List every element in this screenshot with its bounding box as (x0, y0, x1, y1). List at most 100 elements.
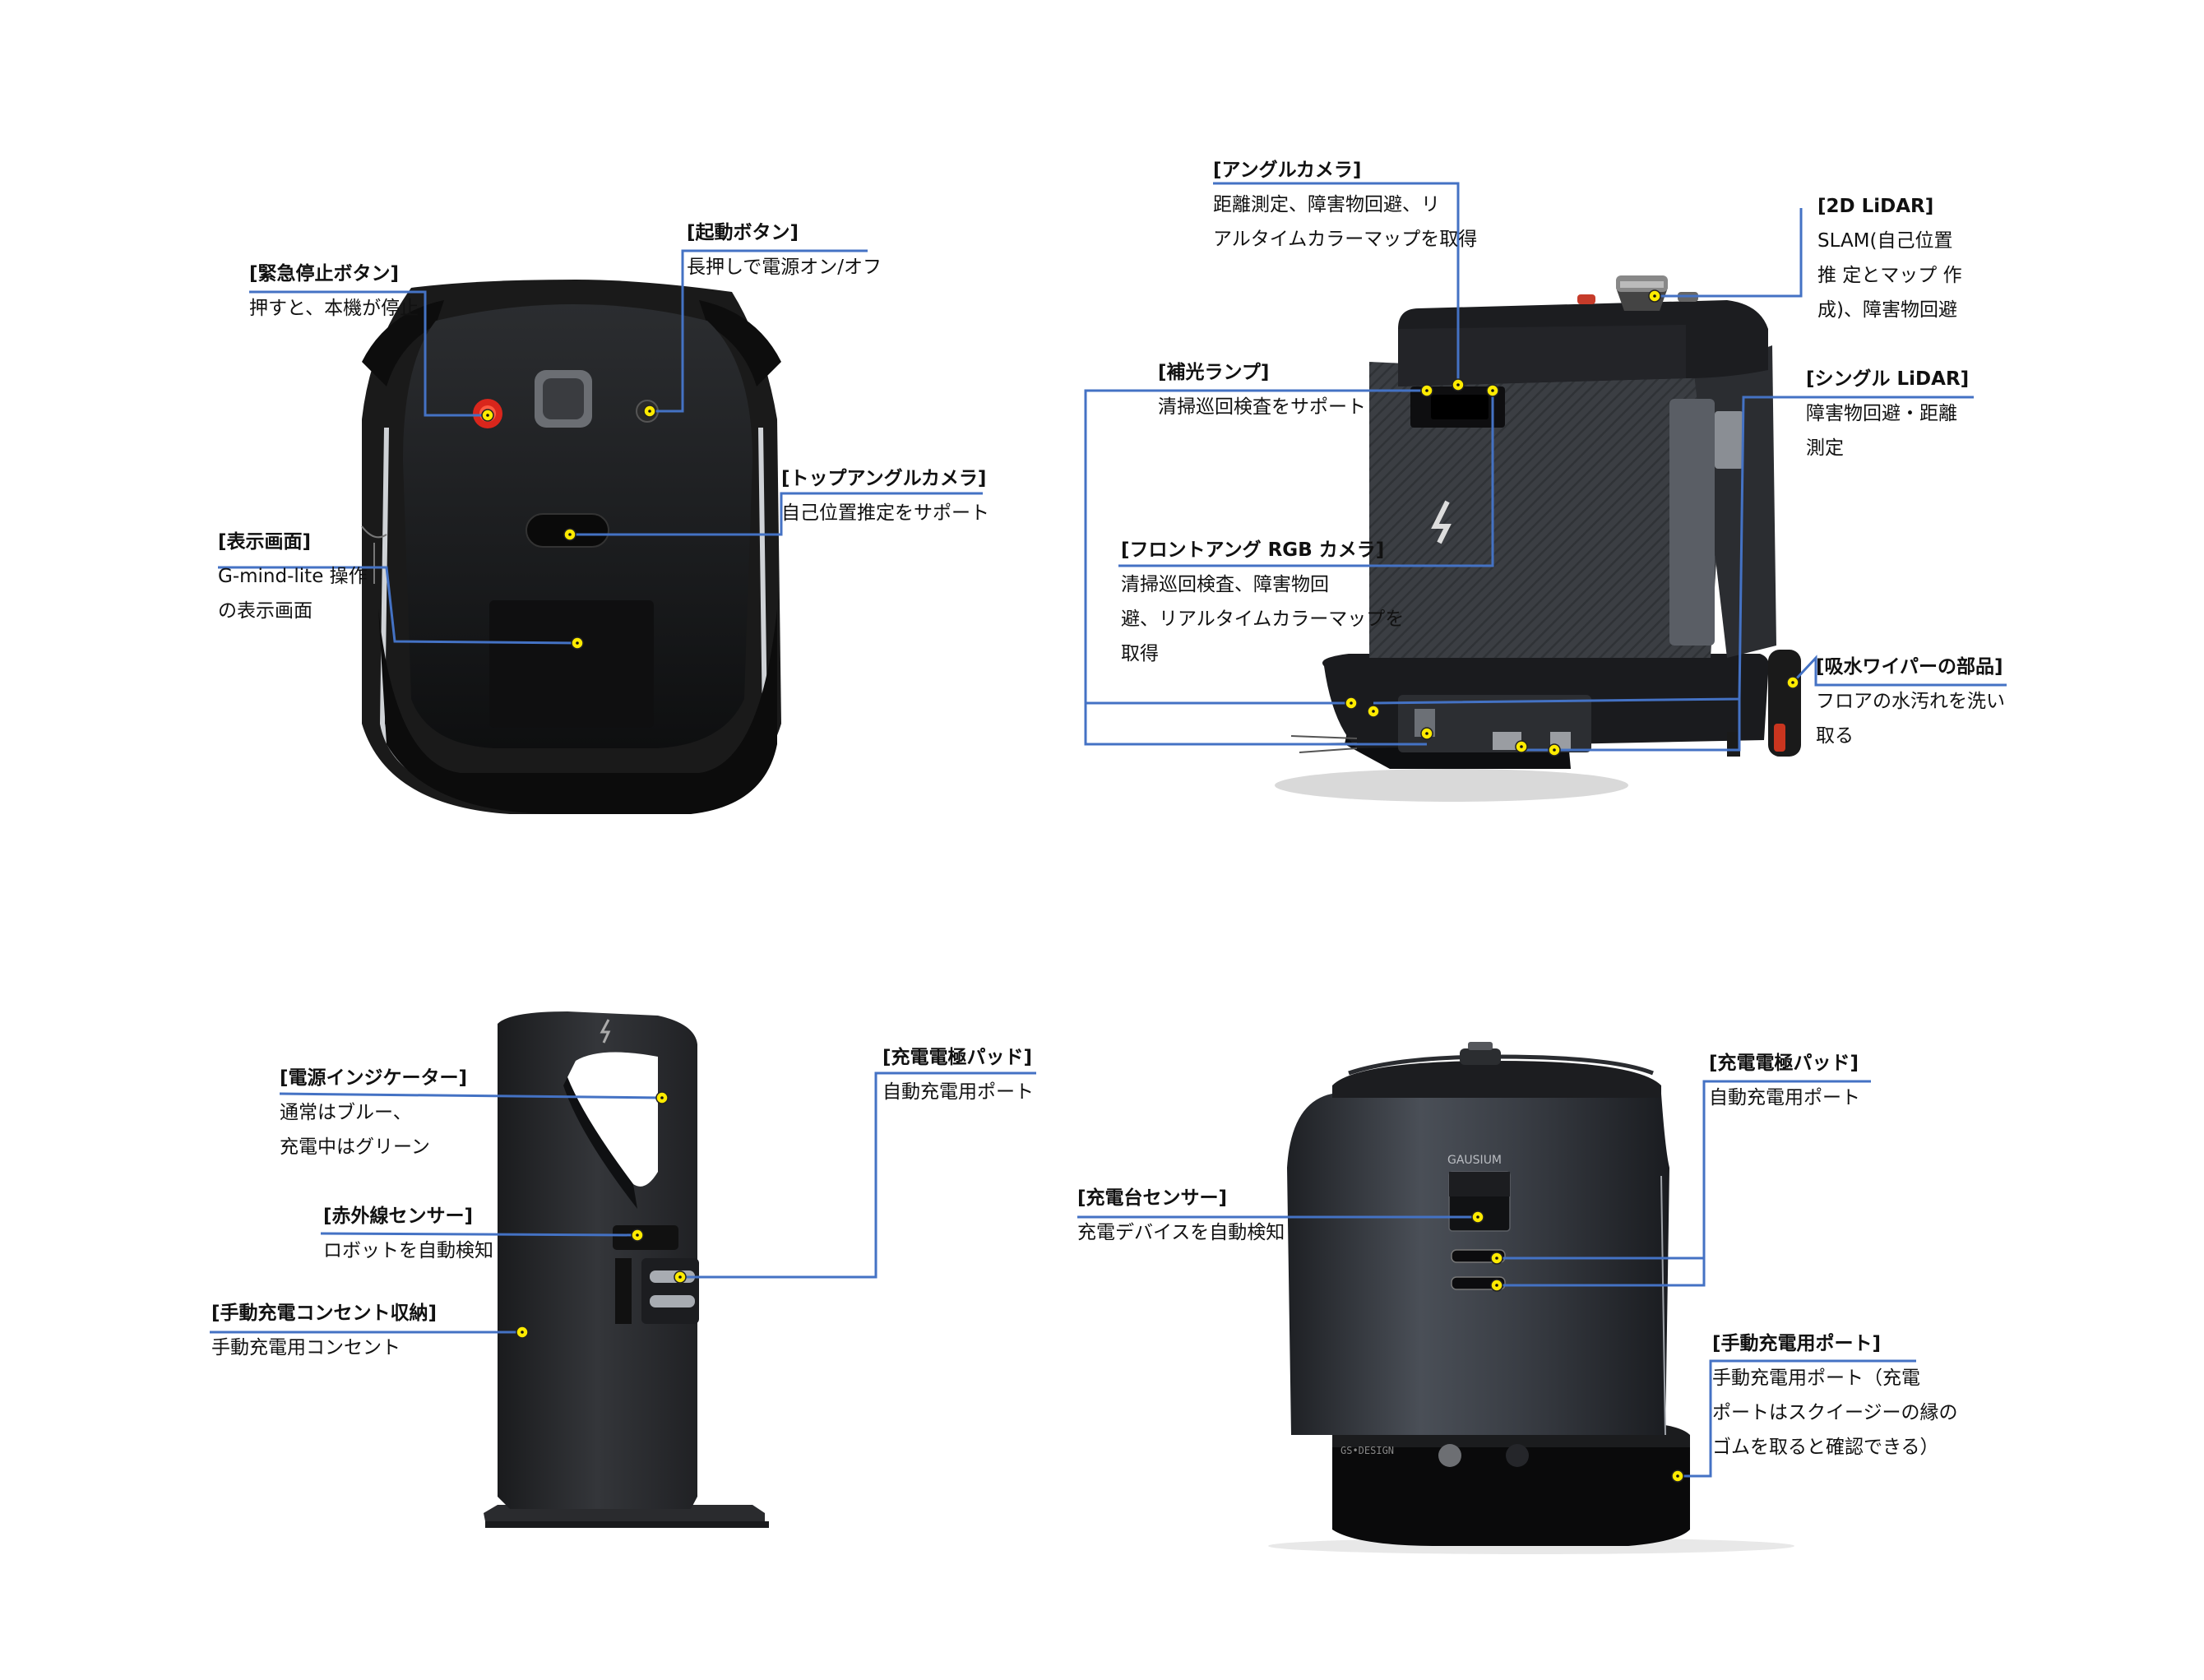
callout-desc: 避、リアルタイムカラーマップを (1121, 609, 1405, 630)
marker-front-cam-c (1548, 743, 1561, 757)
callout-charge-pads-robot: [充電電極パッド] 自動充電用ポート (1709, 1046, 1860, 1115)
callout-title: [アングルカメラ] (1213, 160, 1362, 181)
marker-top-angle-camera (563, 528, 576, 541)
robot-side-illustration (1275, 275, 1801, 802)
callout-desc: SLAM(自己位置 (1817, 230, 1953, 252)
leader-top-angle-camera (570, 492, 983, 536)
callout-title: [シングル LiDAR] (1806, 368, 1970, 390)
callout-emergency-stop: [緊急停止ボタン] 押すと、本機が停止 (249, 257, 419, 326)
callout-ir-sensor: [赤外線センサー] ロボットを自動検知 (323, 1199, 493, 1268)
callout-manual-charge-port: [手動充電用ポート] 手動充電用ポート（充電 ポートはスクイージーの縁の ゴムを… (1712, 1326, 1958, 1465)
marker-charge-pads-robot-b (1490, 1279, 1503, 1292)
leader-emergency-stop (249, 290, 488, 417)
marker-fill-light-c (1420, 727, 1433, 740)
callout-power-indicator: [電源インジケーター] 通常はブルー、 充電中はグリーン (280, 1061, 467, 1164)
callout-title: [緊急停止ボタン] (249, 263, 400, 285)
callout-desc: 取る (1816, 725, 1854, 747)
leader-charge-pads-station (680, 1071, 1036, 1279)
callout-charge-pads-station: [充電電極パッド] 自動充電用ポート (882, 1040, 1034, 1109)
callout-desc: 障害物回避・距離 (1806, 403, 1957, 424)
leader-squeegee (1791, 655, 2007, 687)
callout-desc: ポートはスクイージーの縁の (1712, 1402, 1958, 1423)
callout-desc: 推 定とマップ 作 (1817, 265, 1962, 286)
marker-single-lidar (1367, 705, 1380, 718)
callout-title: [手動充電コンセント収納] (211, 1303, 438, 1324)
marker-ir-sensor (631, 1229, 644, 1242)
marker-display-screen (571, 636, 584, 650)
brand-text: GAUSIUM (1447, 1154, 1502, 1167)
callout-desc: ゴムを取ると確認できる） (1712, 1437, 1939, 1458)
callout-title: [トップアングルカメラ] (781, 468, 987, 489)
callout-title: [2D LiDAR] (1817, 196, 1934, 217)
callout-desc: 清掃巡回検査をサポート (1158, 396, 1366, 418)
leader-angle-camera (1213, 182, 1460, 385)
marker-power-indicator (655, 1091, 669, 1104)
callout-squeegee: [吸水ワイパーの部品] フロアの水汚れを洗い 取る (1816, 650, 2005, 753)
callout-title: [電源インジケーター] (280, 1067, 468, 1089)
callout-power-button: [起動ボタン] 長押しで電源オン/オフ (687, 215, 882, 285)
callout-desc: 通常はブルー、 (280, 1102, 412, 1123)
callout-desc: 手動充電用コンセント (211, 1337, 401, 1358)
callout-title: [手動充電用ポート] (1712, 1333, 1882, 1354)
leader-fill-light (1084, 389, 1427, 746)
callout-front-rgb-camera: [フロントアング RGB カメラ] 清掃巡回検査、障害物回 避、リアルタイムカラ… (1121, 533, 1404, 671)
marker-charge-pads-robot-a (1490, 1252, 1503, 1265)
marker-fill-light-a (1420, 384, 1433, 397)
robot-rear-illustration: GS•DESIGN GAUSIUM (1268, 1042, 1794, 1554)
callout-manual-outlet-storage: [手動充電コンセント収納] 手動充電用コンセント (211, 1296, 437, 1365)
callout-display-screen: [表示画面] G-mind-lite 操作 の表示画面 (218, 525, 368, 628)
leader-lines (210, 182, 2007, 1478)
callout-title: [表示画面] (218, 531, 312, 553)
marker-manual-outlet-storage (516, 1326, 529, 1339)
callout-desc: 自動充電用ポート (1709, 1087, 1860, 1108)
callout-desc: 押すと、本機が停止 (249, 298, 419, 319)
charging-station-illustration (484, 1011, 769, 1528)
leader-front-rgb-camera (1118, 391, 1494, 567)
callout-desc: G-mind-lite 操作 (218, 566, 368, 587)
callout-title: [フロントアング RGB カメラ] (1121, 539, 1385, 561)
leader-charge-pads-robot (1497, 1080, 1871, 1287)
callout-title: [充電台センサー] (1077, 1187, 1228, 1209)
leader-display-screen (218, 566, 578, 645)
callout-angle-camera: [アングルカメラ] 距離測定、障害物回避、リ アルタイムカラーマップを取得 (1213, 153, 1477, 257)
callout-lidar-2d: [2D LiDAR] SLAM(自己位置 推 定とマップ 作 成)、障害物回避 (1817, 189, 1962, 327)
callout-dock-sensor: [充電台センサー] 充電デバイスを自動検知 (1077, 1181, 1285, 1250)
marker-dots (481, 289, 1799, 1483)
leader-single-lidar (1373, 396, 1974, 705)
marker-manual-charge-port (1671, 1469, 1684, 1483)
marker-squeegee (1786, 676, 1799, 689)
callout-title: [吸水ワイパーの部品] (1816, 656, 2003, 678)
callout-desc: 距離測定、障害物回避、リ (1213, 194, 1440, 215)
callout-desc: 清掃巡回検査、障害物回 (1121, 574, 1329, 595)
marker-emergency-stop (481, 409, 494, 422)
callout-desc: アルタイムカラーマップを取得 (1213, 229, 1478, 250)
leader-power-button (650, 249, 868, 413)
callout-desc: 充電デバイスを自動検知 (1077, 1222, 1285, 1243)
callout-single-lidar: [シングル LiDAR] 障害物回避・距離 測定 (1806, 362, 1969, 465)
marker-angle-camera (1452, 378, 1465, 391)
callout-desc: 取得 (1121, 643, 1159, 664)
leader-manual-charge-port (1678, 1359, 1916, 1478)
callout-fill-light: [補光ランプ] 清掃巡回検査をサポート (1158, 355, 1366, 424)
marker-dock-sensor (1471, 1210, 1484, 1224)
leader-single-lidar-2 (1521, 699, 1741, 752)
marker-power-button (643, 405, 656, 418)
callout-desc: フロアの水汚れを洗い (1816, 691, 2005, 712)
callout-title: [補光ランプ] (1158, 362, 1270, 383)
callout-top-angle-camera: [トップアングルカメラ] 自己位置推定をサポート (781, 461, 989, 530)
callout-title: [起動ボタン] (687, 222, 799, 243)
callout-desc: 成)、障害物回避 (1817, 299, 1957, 321)
callout-desc: の表示画面 (218, 600, 313, 622)
marker-charge-pads-station (674, 1270, 687, 1284)
marker-front-cam-b (1515, 740, 1528, 753)
callout-desc: 測定 (1806, 437, 1844, 459)
marker-lidar-2d (1648, 289, 1661, 303)
marker-fill-light-b (1345, 697, 1358, 710)
callout-title: [赤外線センサー] (323, 1206, 474, 1227)
callout-desc: 長押しで電源オン/オフ (687, 257, 882, 278)
callout-desc: 充電中はグリーン (280, 1136, 430, 1158)
callout-desc: 自動充電用ポート (882, 1081, 1034, 1103)
callout-title: [充電電極パッド] (882, 1047, 1033, 1068)
callout-desc: 手動充電用ポート（充電 (1712, 1368, 1920, 1389)
